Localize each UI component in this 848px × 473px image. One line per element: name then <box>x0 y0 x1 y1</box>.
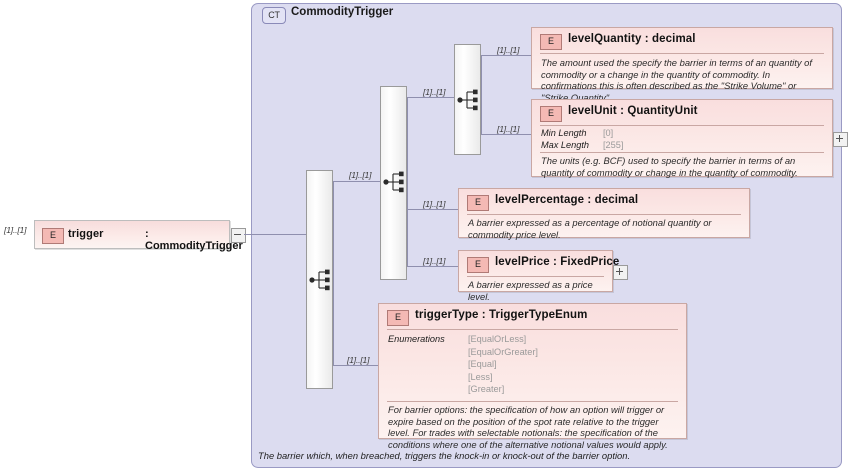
occurrence-levelunit: [1]..[1] <box>497 124 520 134</box>
enumerations-label: Enumerations <box>388 334 445 344</box>
element-levelprice-doc: A barrier expressed as a price level. <box>468 279 593 302</box>
element-triggertype-title: triggerType : TriggerTypeEnum <box>415 309 588 321</box>
occurrence-root: [1]..[1] <box>4 225 27 235</box>
element-levelunit-title: levelUnit : QuantityUnit <box>568 105 698 117</box>
connector-level-vertical <box>481 55 482 134</box>
expand-plus-icon-levelunit[interactable] <box>833 132 848 147</box>
element-levelquantity-title: levelQuantity : decimal <box>568 33 696 45</box>
element-triggertype-doc: For barrier options: the specification o… <box>388 404 668 450</box>
connector-inner-to-levelprice <box>407 266 458 267</box>
enumeration-item: [EqualOrGreater] <box>468 346 538 357</box>
element-levelpercentage-title: levelPercentage : decimal <box>495 194 639 206</box>
element-levelpercentage-doc: A barrier expressed as a percentage of n… <box>468 217 712 240</box>
complextype-title: CommodityTrigger <box>291 6 394 18</box>
complextype-badge-icon: CT <box>262 7 286 24</box>
element-trigger[interactable]: E trigger : CommodityTrigger <box>34 220 243 252</box>
element-badge-icon: E <box>42 228 64 244</box>
element-trigger-type: : CommodityTrigger <box>145 228 243 252</box>
facet-row: Min Length [0] <box>541 128 623 140</box>
element-levelquantity[interactable]: E levelQuantity : decimal The amount use… <box>531 27 833 103</box>
enumeration-item: [EqualOrLess] <box>468 334 527 344</box>
element-badge-icon: E <box>387 310 409 326</box>
occurrence-inner-to-level: [1]..[1] <box>423 87 446 97</box>
connector-inner-to-level-sequence <box>407 97 454 98</box>
occurrence-outer-to-triggertype: [1]..[1] <box>347 355 370 365</box>
compositor-outer-sequence[interactable] <box>306 170 333 389</box>
complextype-documentation: The barrier which, when breached, trigge… <box>258 450 631 461</box>
enumeration-item: [Less] <box>468 371 493 382</box>
sequence-icon <box>457 89 478 111</box>
element-triggertype[interactable]: E triggerType : TriggerTypeEnum Enumerat… <box>378 303 687 450</box>
element-badge-icon: E <box>540 106 562 122</box>
connector-outer-to-triggertype <box>333 365 378 366</box>
element-triggertype-enumerations: Enumerations [EqualOrLess] [EqualOrGreat… <box>388 333 678 399</box>
occurrence-levelpercentage: [1]..[1] <box>423 199 446 209</box>
occurrence-levelquantity: [1]..[1] <box>497 45 520 55</box>
expand-plus-icon-levelprice[interactable] <box>613 265 628 280</box>
element-trigger-name: trigger <box>68 228 104 240</box>
element-levelprice[interactable]: E levelPrice : FixedPrice A barrier expr… <box>458 250 619 302</box>
facet-label: Min Length <box>541 128 587 138</box>
connector-inner-to-levelpercentage <box>407 209 458 210</box>
element-badge-icon: E <box>467 195 489 211</box>
occurrence-outer-to-inner: [1]..[1] <box>349 170 372 180</box>
element-levelquantity-doc: The amount used the specify the barrier … <box>541 57 812 103</box>
element-badge-icon: E <box>540 34 562 50</box>
element-levelunit[interactable]: E levelUnit : QuantityUnit Min Length [0… <box>531 99 833 178</box>
connector-outer-to-inner-sequence <box>333 181 380 182</box>
enumeration-item: [Equal] <box>468 359 497 370</box>
compositor-level-sequence[interactable] <box>454 44 481 155</box>
connector-level-to-levelquantity <box>481 55 531 56</box>
connector-trigger-to-outer-sequence <box>244 234 306 235</box>
element-levelunit-facets: Min Length [0] Max Length [255] <box>541 128 623 151</box>
sequence-icon <box>309 269 330 291</box>
element-badge-icon: E <box>467 257 489 273</box>
complextype-header: CT CommodityTrigger <box>262 6 562 26</box>
sequence-icon <box>383 171 404 193</box>
connector-outer-vertical <box>333 181 334 365</box>
facet-value: [0] <box>603 128 614 138</box>
collapse-minus-icon-trigger[interactable] <box>231 228 246 243</box>
facet-value: [255] <box>603 139 624 150</box>
facet-row: Max Length [255] <box>541 140 623 152</box>
element-levelunit-doc: The units (e.g. BCF) used to specify the… <box>541 155 798 178</box>
enumeration-item: [Greater] <box>468 384 505 395</box>
element-levelprice-title: levelPrice : FixedPrice <box>495 256 620 268</box>
occurrence-levelprice: [1]..[1] <box>423 256 446 266</box>
connector-level-to-levelunit <box>481 134 531 135</box>
compositor-inner-sequence[interactable] <box>380 86 407 280</box>
facet-label: Max Length <box>541 139 590 150</box>
element-levelpercentage[interactable]: E levelPercentage : decimal A barrier ex… <box>458 188 750 240</box>
connector-inner-vertical <box>407 97 408 266</box>
